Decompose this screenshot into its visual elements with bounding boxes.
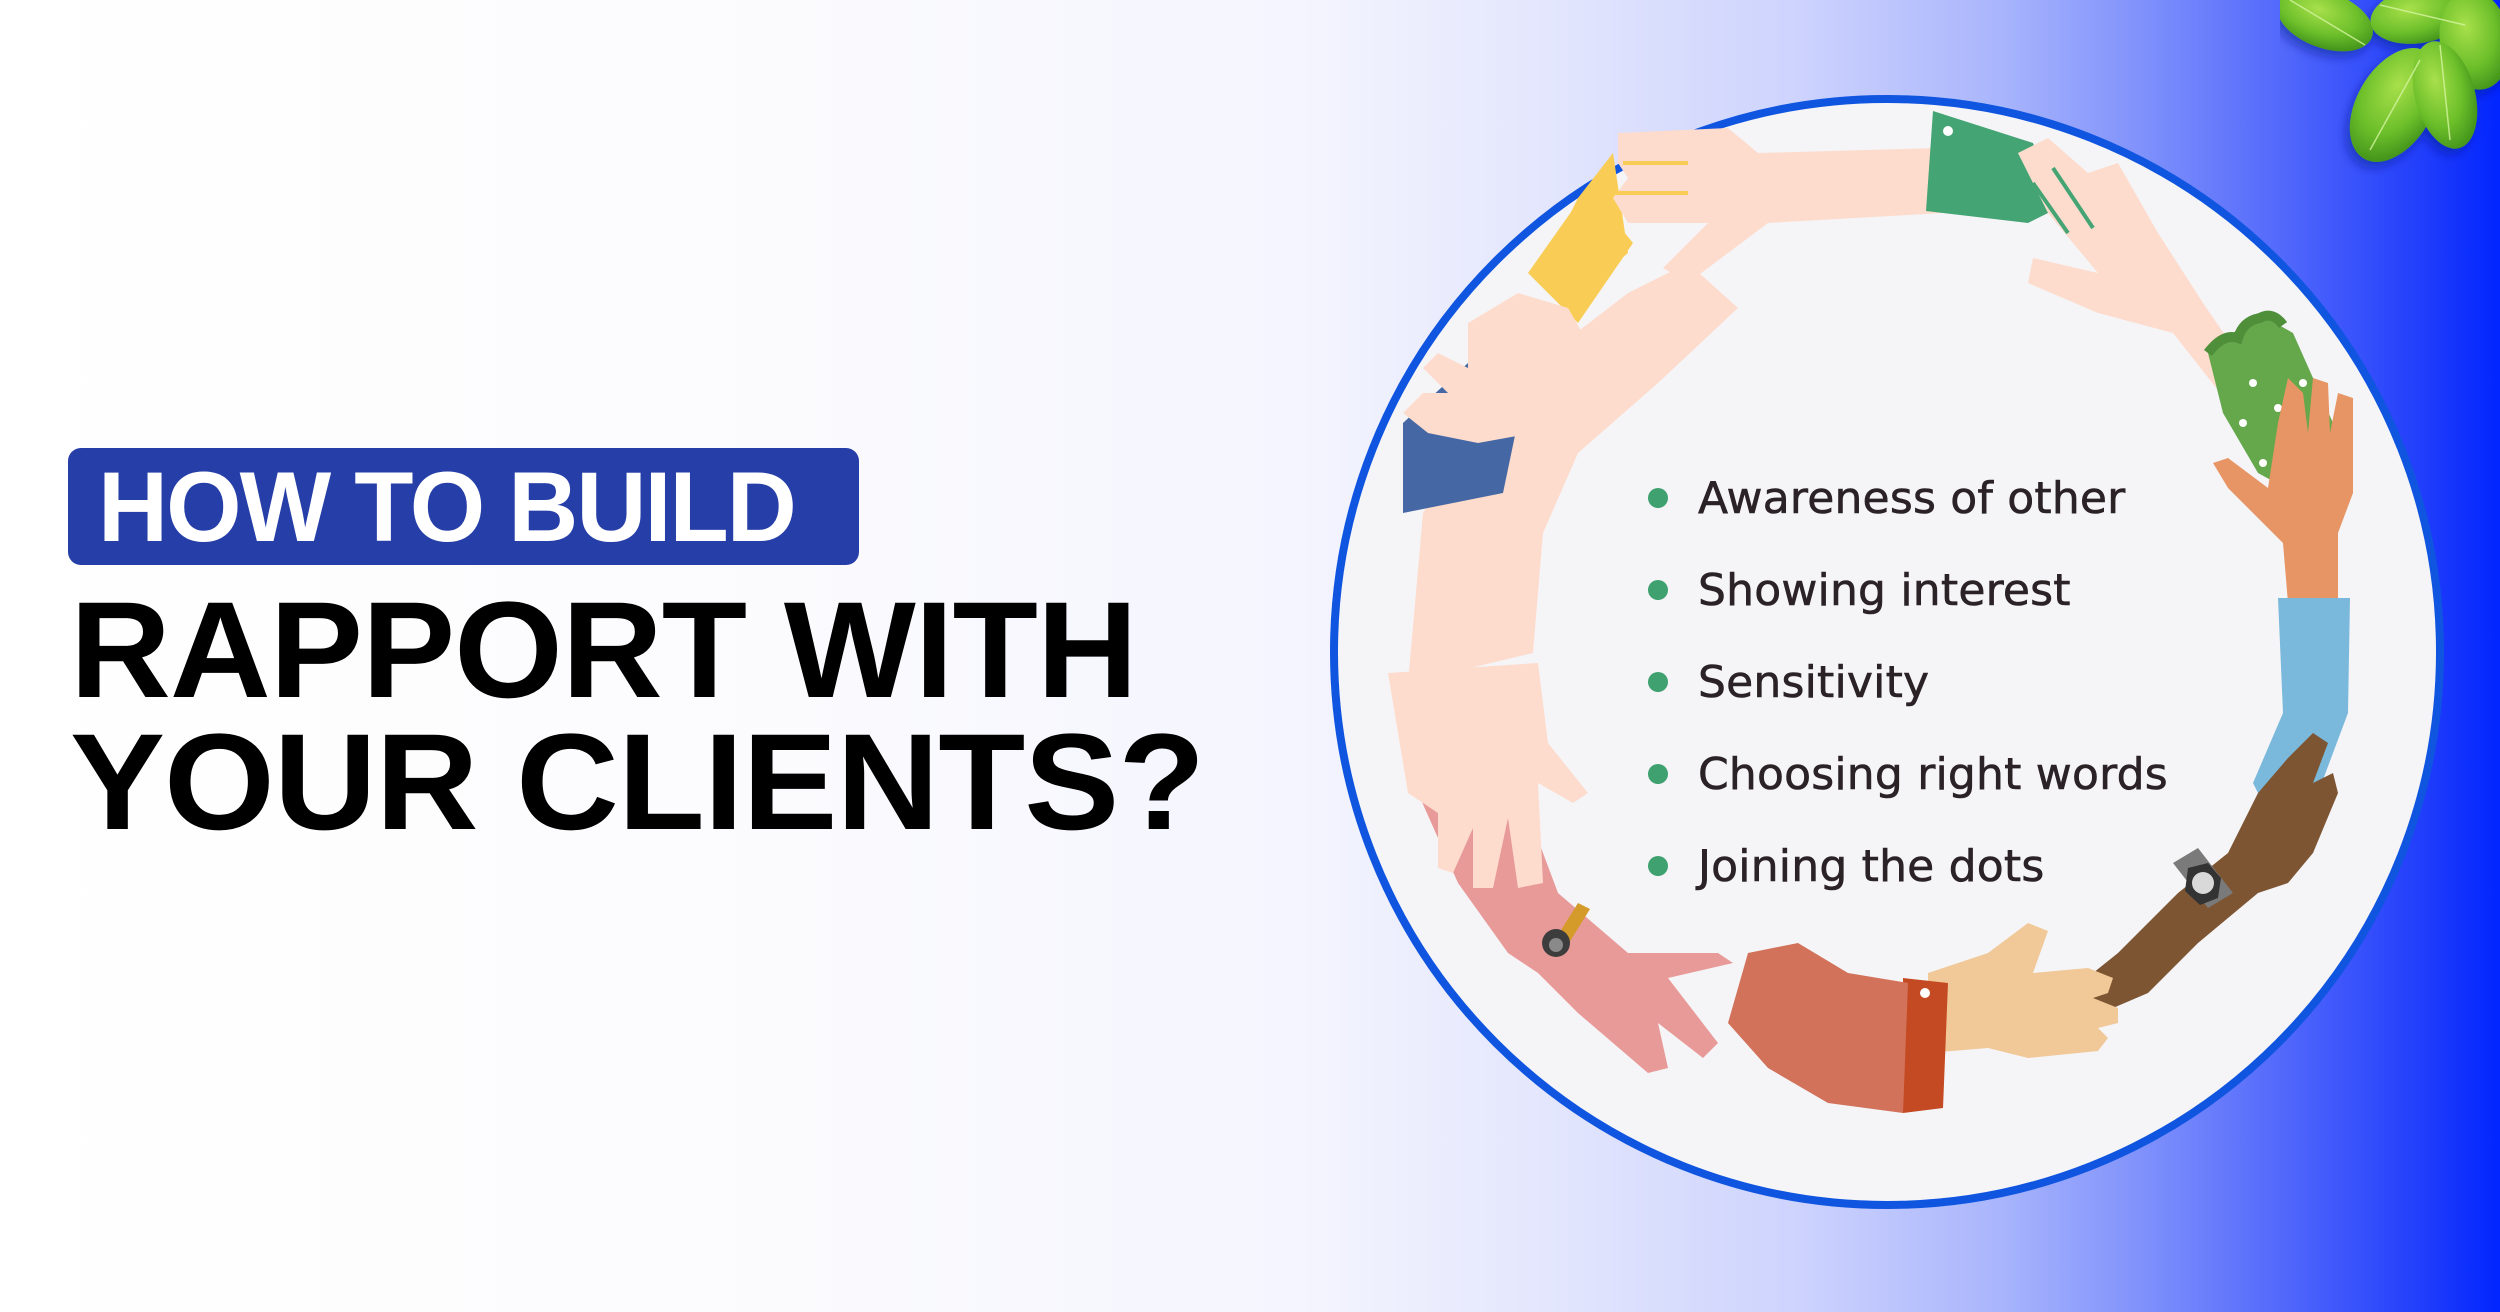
bullet-dot-icon [1648,672,1668,692]
list-item: Choosing right words [1648,728,2168,820]
rapport-list: Awareness of other Showing interest Sens… [1648,452,2168,912]
title-line-1: RAPPORT WITH [70,574,1138,727]
list-item-text: Joining the dots [1698,840,2045,892]
list-item: Sensitivity [1648,636,2168,728]
leaf-icon [2277,0,2500,162]
badge-text: HOW TO BUILD [98,451,797,562]
list-item: Joining the dots [1648,820,2168,912]
headline-badge: HOW TO BUILD [68,448,859,565]
hands-ring-illustration [1328,93,2446,1211]
leaves-decoration [2277,0,2500,175]
bullet-dot-icon [1648,764,1668,784]
list-item: Showing interest [1648,544,2168,636]
bullet-dot-icon [1648,488,1668,508]
title-line-2: YOUR CLIENTS? [70,706,1205,859]
hands-ring-icon [1330,95,2444,1209]
bullet-dot-icon [1648,856,1668,876]
list-item-text: Awareness of other [1698,472,2126,524]
bullet-dot-icon [1648,580,1668,600]
list-item: Awareness of other [1648,452,2168,544]
list-item-text: Showing interest [1698,564,2071,616]
list-item-text: Choosing right words [1698,748,2168,800]
list-item-text: Sensitivity [1698,656,1930,708]
